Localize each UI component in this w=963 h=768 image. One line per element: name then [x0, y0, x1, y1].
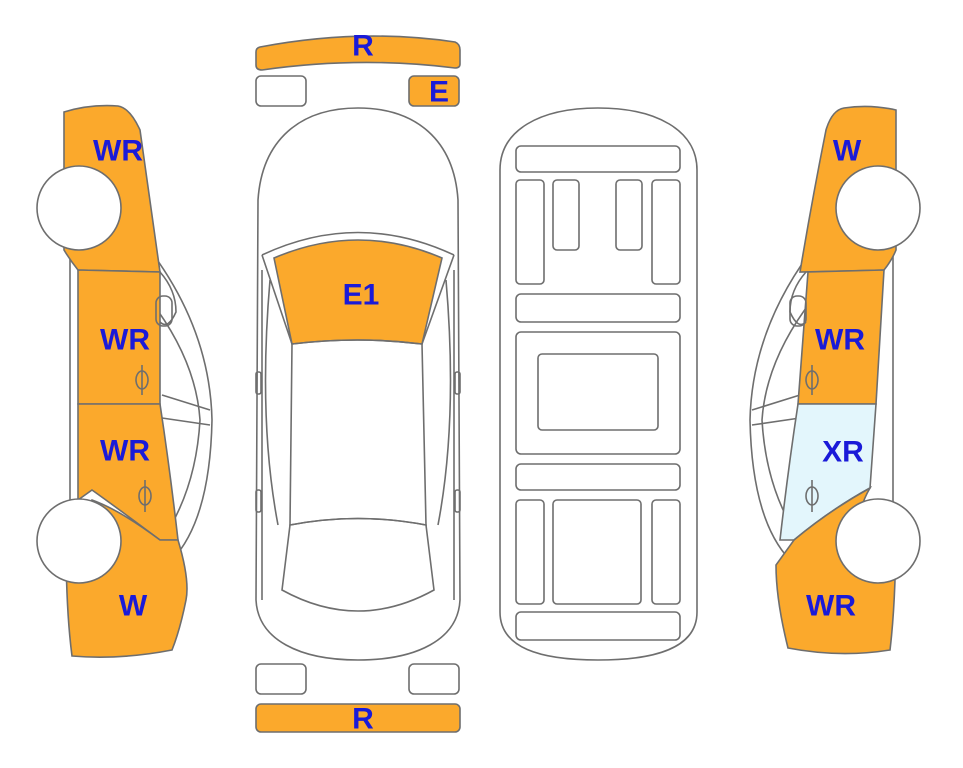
right-front-wheel [835, 498, 921, 584]
left-front-door-code: WR [100, 435, 150, 468]
car-top-body [255, 107, 461, 661]
left-front-wheel [36, 498, 122, 584]
right-rear-fender-code: W [833, 135, 862, 168]
right-rear-door-code: WR [815, 324, 865, 357]
right-front-door-code: XR [822, 436, 864, 469]
right-front-fender-code: WR [806, 590, 856, 623]
rear-bumper-top-panel[interactable] [255, 35, 461, 71]
left-rear-door-code: WR [100, 324, 150, 357]
front-light-right[interactable] [408, 663, 460, 695]
front-bumper-code: R [352, 703, 374, 736]
left-rear-wheel [36, 165, 122, 251]
rear-window [281, 517, 435, 612]
car-underside-view [499, 107, 698, 661]
rear-light-left[interactable] [255, 75, 307, 107]
front-bumper-panel[interactable] [255, 703, 461, 733]
left-rear-fender-code: WR [93, 135, 143, 168]
underside-body [499, 107, 698, 661]
car-left-side-view [36, 104, 213, 658]
front-light-left[interactable] [255, 663, 307, 695]
left-front-fender-code: W [119, 590, 148, 623]
windshield-code: E1 [343, 279, 380, 312]
car-right-side-view [749, 105, 921, 655]
car-top-view [255, 107, 461, 661]
right-rear-wheel [835, 165, 921, 251]
rear-bumper-top-code: R [352, 30, 374, 63]
rear-light-right-code: E [429, 76, 449, 109]
rear-light-right[interactable] [408, 75, 460, 107]
